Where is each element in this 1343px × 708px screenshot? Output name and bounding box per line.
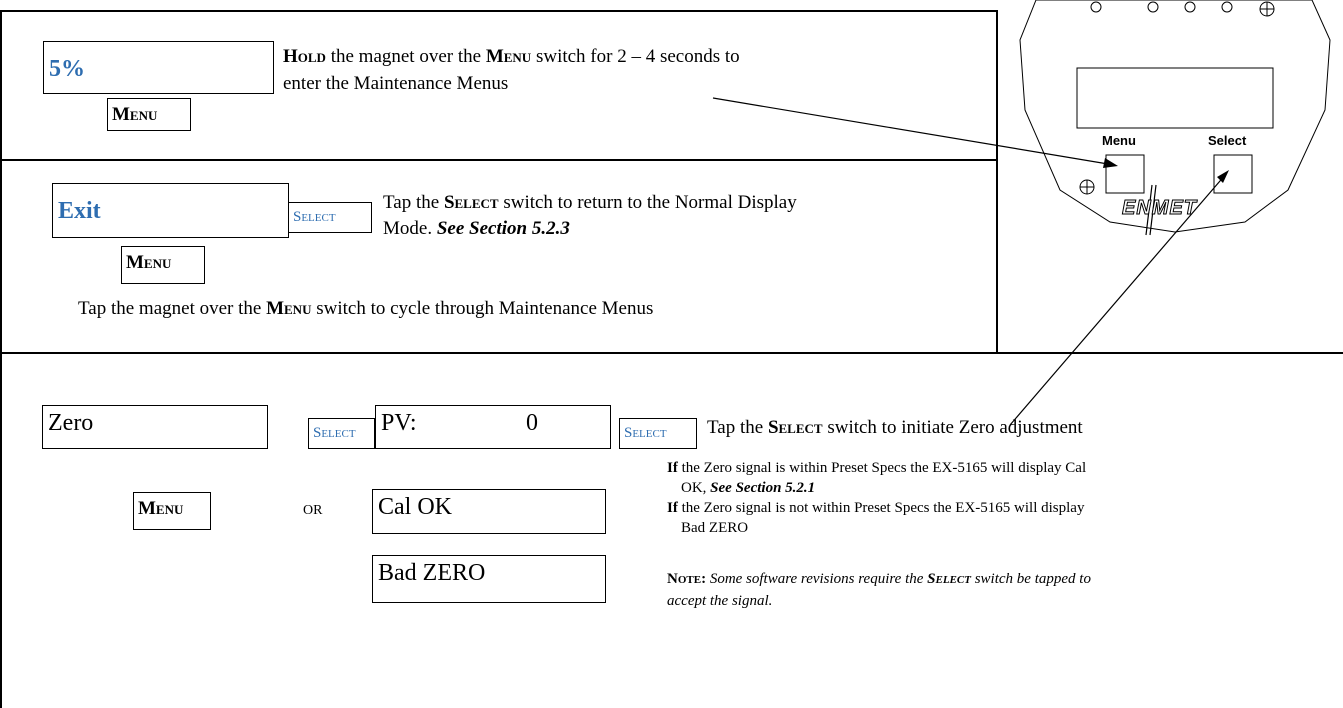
select-button[interactable]: Select [288,202,372,233]
display-zero-value: Zero [48,410,94,436]
cycle-menu-keyword: Menu [266,298,312,319]
device-menu-label: Menu [1102,133,1136,148]
if1-section: See Section 5.2.1 [710,480,816,496]
note-select-keyword: Select [927,571,971,587]
if-not-within-spec: If the Zero signal is not within Preset … [667,498,1084,518]
menu-button-label: Menu [112,104,158,125]
device-faceplate-outline [1019,0,1331,233]
hold-instruction-line2: enter the Maintenance Menus [283,73,509,94]
zero-tap-a: Tap the [707,417,768,438]
outer-border-right [996,10,998,353]
display-zero: Zero [42,405,268,449]
note-text-b: switch be tapped to [970,571,1091,587]
note-text-line2: accept the signal. [667,591,772,611]
select-button-zero-label: Select [313,425,356,441]
cal-ok-value: Cal OK [378,494,452,520]
if-within-spec: If the Zero signal is within Preset Spec… [667,458,1086,478]
if1-keyword: If [667,460,678,476]
if1-text-b: OK, [681,480,711,496]
note-text-a: Some software revisions require the [706,571,928,587]
select-instruction: Tap the Select switch to return to the N… [383,191,797,215]
cycle-text-b: switch to cycle through Maintenance Menu… [311,298,654,319]
device-lcd-window [1076,67,1274,129]
note-text: Note: Some software revisions require th… [667,569,1091,589]
if-not-within-spec-line2: Bad ZERO [681,520,749,536]
display-exit-value: Exit [58,198,101,224]
zero-tap-b: switch to initiate Zero adjustment [822,417,1083,438]
section-reference: See Section 5.2.3 [436,218,570,239]
screw-holes [1079,1,1275,195]
row3-pointer-arrowhead [1217,170,1229,183]
select-instruction-line2: Mode. See Section 5.2.3 [383,217,570,241]
if2-keyword: If [667,500,678,516]
or-label: OR [303,503,323,518]
hold-text-b: switch for 2 – 4 seconds to [531,46,740,67]
tap-text-a: Tap the [383,192,444,213]
hold-instruction: Hold the magnet over the Menu switch for… [283,45,740,69]
zero-select-keyword: Select [767,417,823,438]
if-within-spec-line2: OK, See Section 5.2.1 [681,478,815,498]
pv-value: 0 [526,410,538,436]
display-5-percent: 5% [43,41,274,94]
if2-text-a: the Zero signal is not within Preset Spe… [677,500,1085,516]
row1-pointer-arrowhead [1103,158,1118,168]
hold-keyword: Hold [283,46,326,67]
select-button-zero[interactable]: Select [308,418,375,449]
tap-text-b: switch to return to the Normal Display [498,192,797,213]
display-value: 5% [49,56,85,82]
hold-text-a: the magnet over the [325,46,486,67]
menu-keyword: Menu [485,46,532,67]
display-pv: PV: 0 [375,405,611,449]
row1-pointer-arrow [712,97,1115,166]
menu-button-zero[interactable]: Menu [133,492,211,530]
row3-pointer-arrow [1009,173,1227,426]
display-bad-zero: Bad ZERO [372,555,606,603]
device-select-switch [1213,154,1253,194]
select-button-initiate[interactable]: Select [619,418,697,449]
zero-instruction: Tap the Select switch to initiate Zero a… [707,416,1083,440]
tap-text-c: Mode. [383,218,437,239]
bad-zero-value: Bad ZERO [378,560,486,586]
row-divider-1 [0,159,997,161]
cycle-text-a: Tap the magnet over the [78,298,267,319]
enmet-logo-text: ENMET [1122,197,1197,220]
row-divider-2 [0,352,1343,354]
menu-button-row2-label: Menu [126,252,172,273]
note-text-c: accept the signal. [667,593,773,609]
cycle-instruction: Tap the magnet over the Menu switch to c… [78,297,653,321]
if1-text-a: the Zero signal is within Preset Specs t… [677,460,1087,476]
select-button-initiate-label: Select [624,425,667,441]
pv-label: PV: [381,410,417,436]
menu-button-zero-label: Menu [138,498,184,519]
select-button-label: Select [293,209,336,225]
display-exit: Exit [52,183,289,238]
outer-border-top [0,10,997,12]
device-select-label: Select [1208,133,1247,148]
menu-button[interactable]: Menu [107,98,191,131]
outer-border-left [0,10,2,708]
note-keyword: Note: [667,571,707,587]
menu-button-row2[interactable]: Menu [121,246,205,284]
display-cal-ok: Cal OK [372,489,606,534]
select-keyword: Select [443,192,499,213]
device-menu-switch [1105,154,1145,194]
enmet-logo [1145,184,1157,236]
